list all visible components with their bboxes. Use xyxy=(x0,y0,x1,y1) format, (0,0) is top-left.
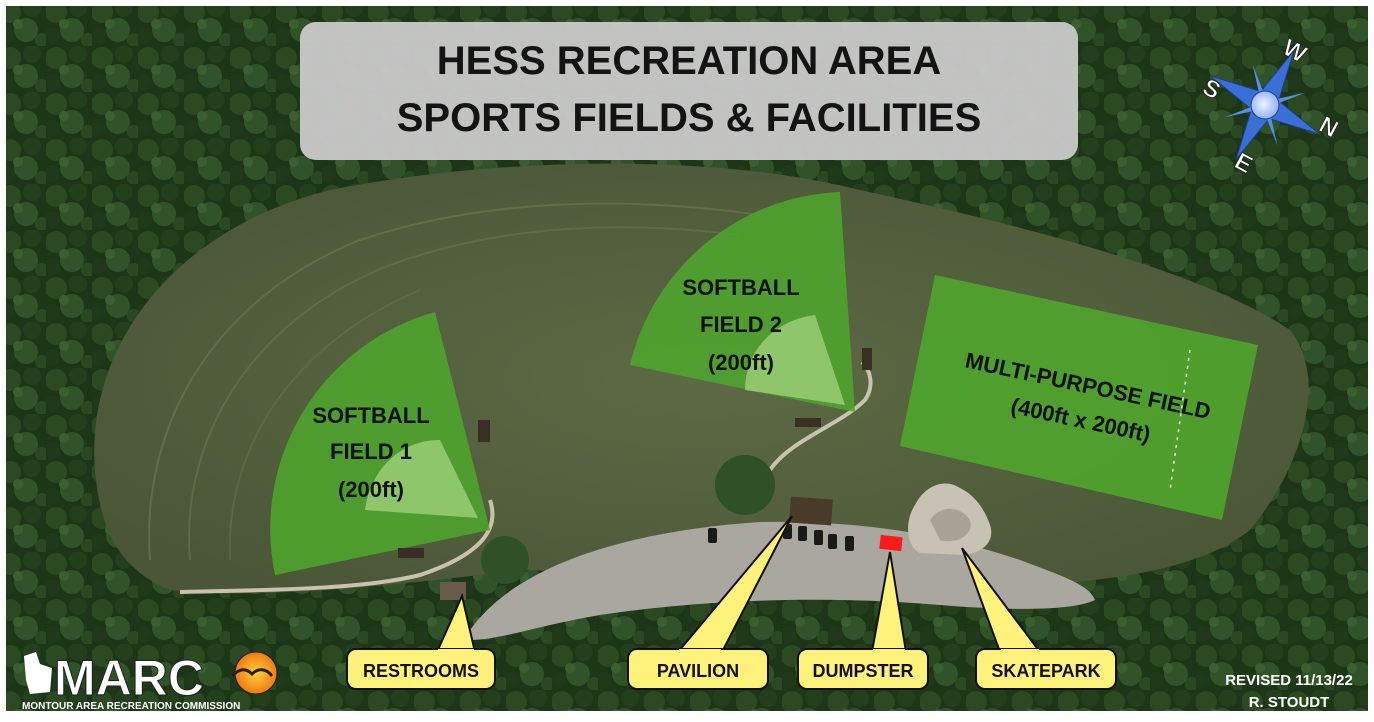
dugout xyxy=(398,548,424,558)
field-label-line: FIELD 2 xyxy=(700,312,782,337)
compass-rose-icon xyxy=(1209,49,1321,161)
title-box: HESS RECREATION AREA SPORTS FIELDS & FAC… xyxy=(300,22,1078,160)
mowing-pattern xyxy=(228,289,421,561)
softball-field-2-label: SOFTBALL FIELD 2 (200ft) xyxy=(682,275,799,375)
callout-pavilion: PAVILION xyxy=(627,515,793,690)
restroom-building xyxy=(440,582,466,600)
callout-dumpster: DUMPSTER xyxy=(797,551,929,690)
title-line-1: HESS RECREATION AREA xyxy=(437,39,942,83)
montour-county-outline-icon xyxy=(24,652,52,694)
field-label-line: SOFTBALL xyxy=(312,403,429,428)
title-line-2: SPORTS FIELDS & FACILITIES xyxy=(397,96,982,140)
logo-tagline: MONTOUR AREA RECREATION COMMISSION xyxy=(22,701,240,712)
mowing-pattern xyxy=(148,202,761,561)
pavilion-building xyxy=(789,496,833,526)
mowing-pattern xyxy=(188,226,741,561)
shade-tree xyxy=(715,455,775,515)
logo-wordmark: MARC xyxy=(54,650,204,706)
softball-field-2-infield xyxy=(745,315,845,405)
walking-path xyxy=(768,360,873,472)
multi-purpose-field-area xyxy=(900,275,1258,520)
marc-logo: MARC MONTOUR AREA RECREATION COMMISSION xyxy=(22,650,278,712)
dugout xyxy=(862,348,872,370)
softball-field-1-label: SOFTBALL FIELD 1 (200ft) xyxy=(312,403,429,502)
field-label-line: SOFTBALL xyxy=(682,275,799,300)
field-label-line: (200ft) xyxy=(708,350,774,375)
callout-skatepark: SKATEPARK xyxy=(961,547,1117,690)
dugout xyxy=(795,418,821,427)
revision-note: REVISED 11/13/22 R. STOUDT xyxy=(1225,672,1353,711)
bird-icon xyxy=(230,668,274,678)
revision-date: REVISED 11/13/22 xyxy=(1225,672,1353,689)
field-label-line: FIELD 1 xyxy=(330,439,412,464)
revision-author: R. STOUDT xyxy=(1249,694,1330,711)
walking-path xyxy=(179,499,495,594)
skatepark-bowl xyxy=(930,508,971,542)
dugout xyxy=(478,420,490,442)
callout-label: RESTROOMS xyxy=(363,661,479,681)
softball-field-1-infield xyxy=(365,440,478,518)
callout-restrooms: RESTROOMS xyxy=(346,592,496,690)
callout-label: SKATEPARK xyxy=(991,661,1100,681)
callout-label: PAVILION xyxy=(657,661,739,681)
dumpster-marker xyxy=(879,534,903,552)
callout-label: DUMPSTER xyxy=(812,661,913,681)
shade-tree xyxy=(481,536,529,584)
field-label-line: (200ft) xyxy=(338,477,404,502)
